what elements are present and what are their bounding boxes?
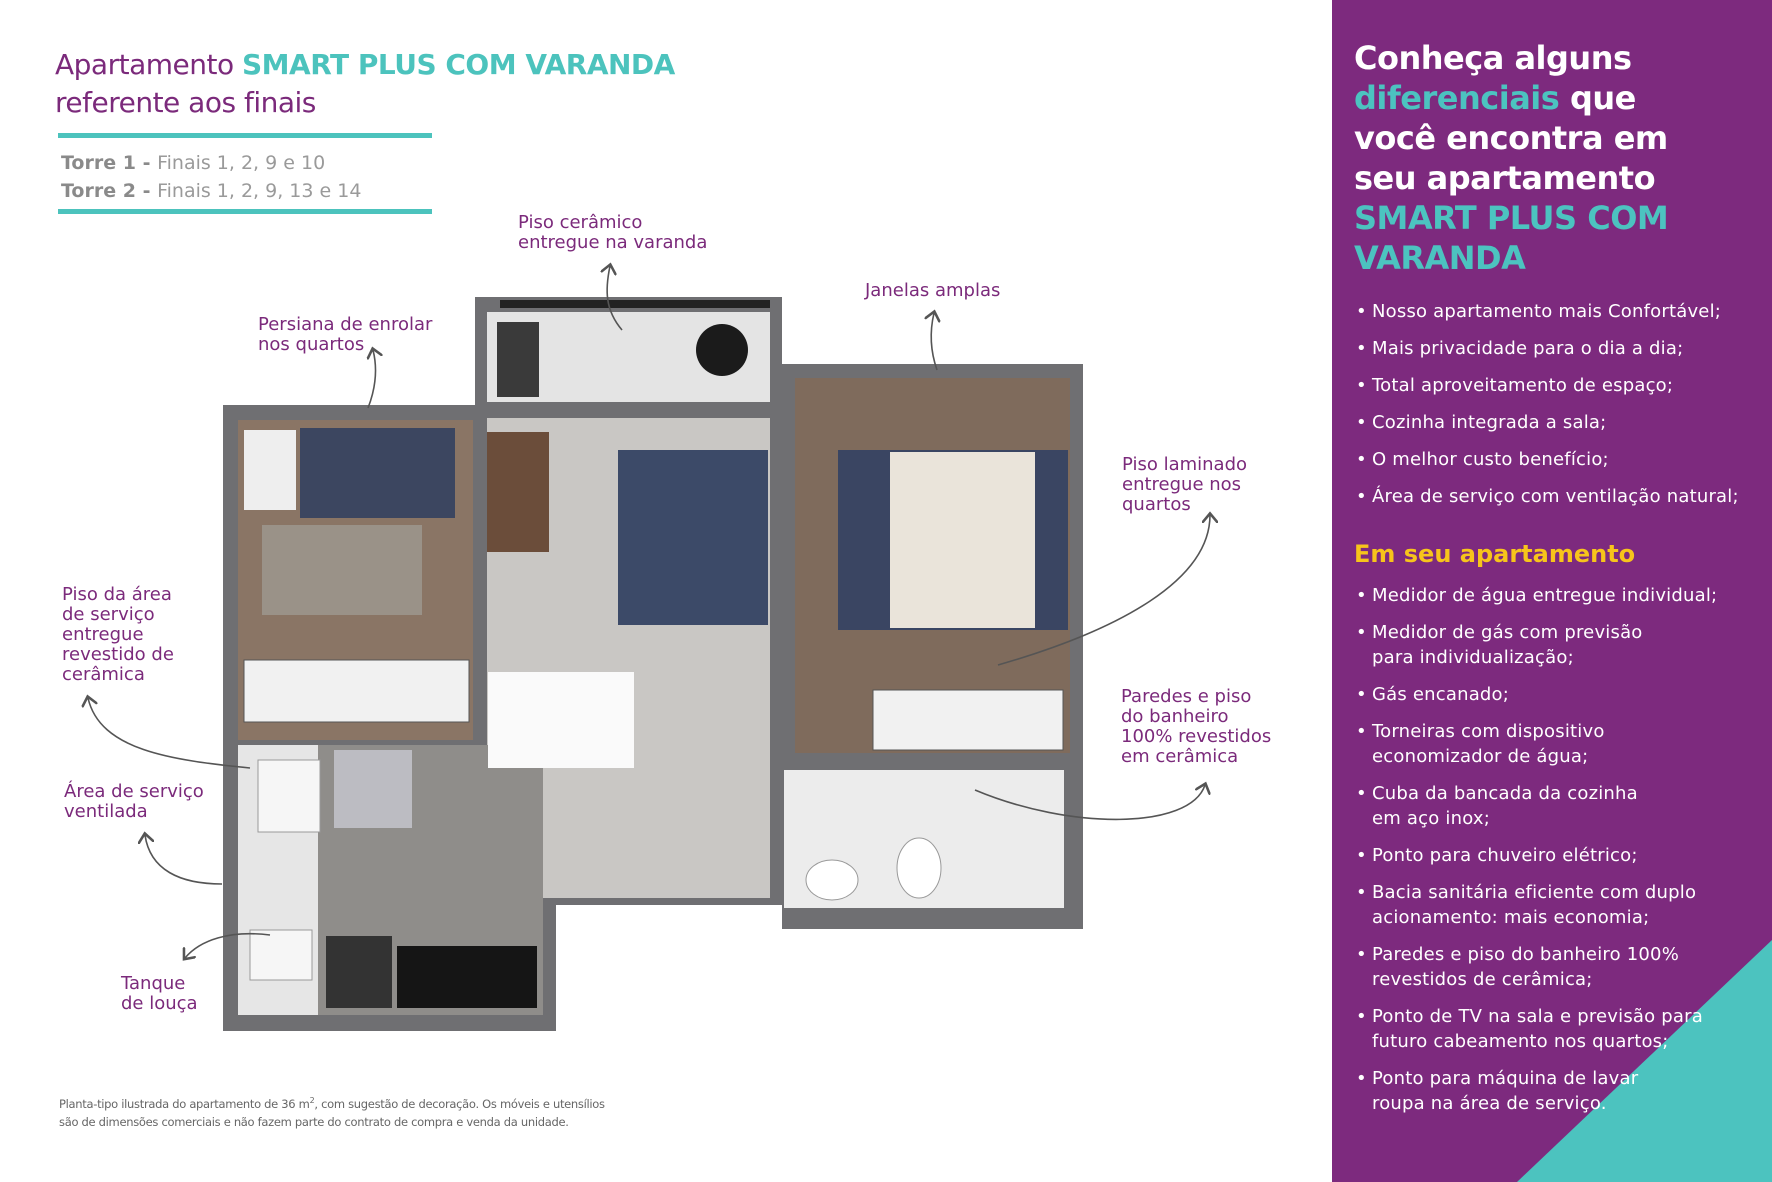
title-prefix: Apartamento (55, 48, 242, 81)
title-highlight: VARANDA (1354, 239, 1526, 277)
features-list: Nosso apartamento mais Confortável; Mais… (1356, 299, 1739, 521)
page-title: Apartamento SMART PLUS COM VARANDA refer… (55, 46, 675, 122)
title-line2: referente aos finais (55, 86, 316, 119)
torre-2: Torre 2 - Finais 1, 2, 9, 13 e 14 (61, 177, 361, 205)
title-line: que (1559, 79, 1636, 117)
label-area-servico: Área de serviço ventilada (64, 781, 204, 822)
item: Ponto para chuveiro elétrico; (1356, 843, 1736, 868)
feature-item: O melhor custo benefício; (1356, 447, 1739, 472)
item: Medidor de água entregue individual; (1356, 583, 1736, 608)
features-panel: Conheça alguns diferenciais que você enc… (1332, 0, 1772, 1182)
label-tanque: Tanque de louça (121, 973, 198, 1014)
item: Ponto para máquina de lavar roupa na áre… (1356, 1066, 1672, 1116)
torre-label: Torre 1 - (61, 152, 158, 174)
item: Bacia sanitária eficiente com duplo acio… (1356, 880, 1736, 930)
footnote-text: são de dimensões comerciais e não fazem … (59, 1114, 569, 1129)
item: Gás encanado; (1356, 682, 1736, 707)
title-highlight: diferenciais (1354, 79, 1560, 117)
title-line: Conheça alguns (1354, 39, 1632, 77)
panel-title: Conheça alguns diferenciais que você enc… (1354, 38, 1669, 278)
item: Torneiras com dispositivo economizador d… (1356, 719, 1736, 769)
items-list: Medidor de água entregue individual; Med… (1356, 583, 1736, 1128)
footnote-text: , com sugestão de decoração. Os móveis e… (314, 1096, 605, 1111)
title-highlight: SMART PLUS COM VARANDA (242, 48, 675, 81)
torre-1: Torre 1 - Finais 1, 2, 9 e 10 (61, 149, 325, 177)
title-line: seu apartamento (1354, 159, 1656, 197)
footnote-text: Planta-tipo ilustrada do apartamento de … (59, 1096, 310, 1111)
divider-top (58, 133, 432, 138)
torre-finais: Finais 1, 2, 9, 13 e 14 (157, 180, 362, 202)
furniture (243, 300, 1068, 1008)
item: Paredes e piso do banheiro 100% revestid… (1356, 942, 1736, 992)
title-line: você encontra em (1354, 119, 1668, 157)
item: Medidor de gás com previsão para individ… (1356, 620, 1672, 670)
feature-item: Nosso apartamento mais Confortável; (1356, 299, 1739, 324)
floor-plan (0, 0, 1332, 1031)
feature-item: Cozinha integrada a sala; (1356, 410, 1739, 435)
footnote-sup: 2 (309, 1096, 315, 1105)
label-piso-servico: Piso da área de serviço entregue revesti… (62, 584, 174, 685)
item: Cuba da bancada da cozinha em aço inox; (1356, 781, 1672, 831)
footnote: Planta-tipo ilustrada do apartamento de … (59, 1092, 699, 1131)
feature-item: Total aproveitamento de espaço; (1356, 373, 1739, 398)
label-persiana: Persiana de enrolar nos quartos (258, 314, 433, 355)
torre-label: Torre 2 - (61, 180, 158, 202)
subtitle: Em seu apartamento (1354, 540, 1636, 568)
label-janelas: Janelas amplas (865, 280, 1001, 301)
item: Ponto de TV na sala e previsão para futu… (1356, 1004, 1736, 1054)
feature-item: Mais privacidade para o dia a dia; (1356, 336, 1739, 361)
label-piso-laminado: Piso laminado entregue nos quartos (1122, 454, 1248, 515)
feature-item: Área de serviço com ventilação natural; (1356, 484, 1739, 509)
annotation-arrows (88, 266, 1210, 958)
label-piso-varanda: Piso cerâmico entregue na varanda (518, 212, 708, 253)
torre-finais: Finais 1, 2, 9 e 10 (157, 152, 326, 174)
label-banheiro: Paredes e piso do banheiro 100% revestid… (1121, 686, 1272, 767)
divider-bottom (58, 209, 432, 214)
title-highlight: SMART PLUS COM (1354, 199, 1669, 237)
